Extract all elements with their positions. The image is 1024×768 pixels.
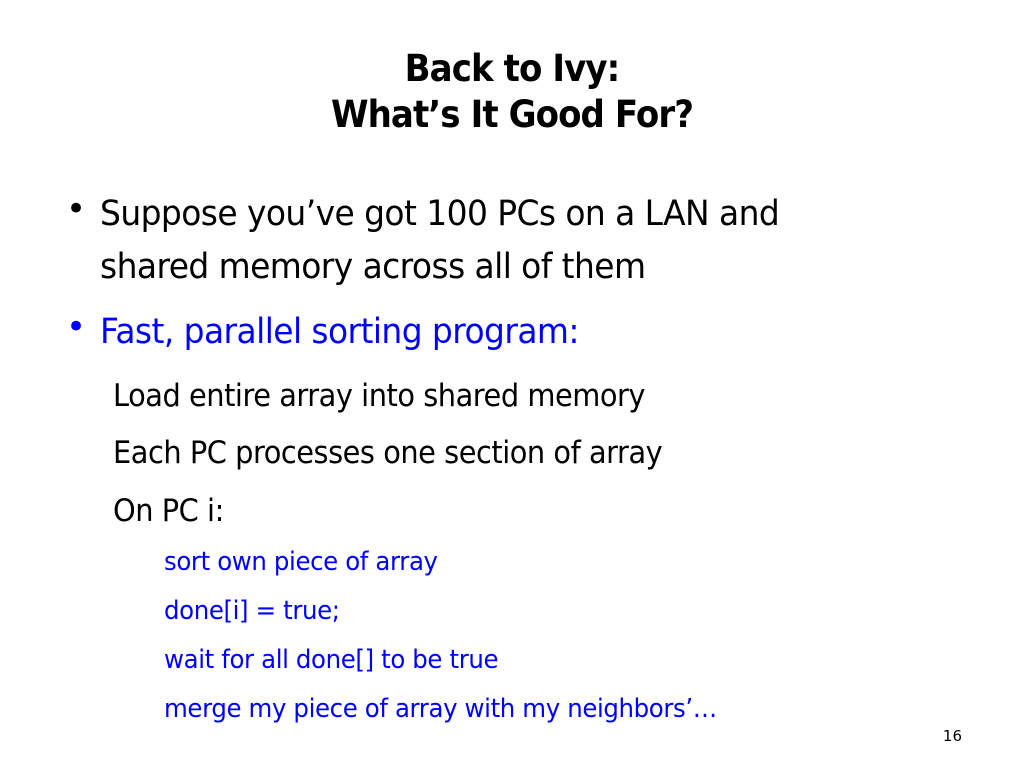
sub-item-on-pc-i: On PC i: xyxy=(113,493,224,529)
code-item-wait: wait for all done[] to be true xyxy=(164,645,499,675)
code-item-merge: merge my piece of array with my neighbor… xyxy=(164,694,717,724)
bullet-1-line-1: Suppose you’ve got 100 PCs on a LAN and xyxy=(100,194,780,234)
bullet-2-line-1: Fast, parallel sorting program: xyxy=(100,312,580,352)
bullet-1-line-2: shared memory across all of them xyxy=(100,247,646,287)
bullet-marker-1: • xyxy=(66,189,87,229)
code-item-done: done[i] = true; xyxy=(164,596,340,626)
slide-title-line-1: Back to Ivy: xyxy=(404,47,621,90)
slide-title: Back to Ivy: What’s It Good For? xyxy=(41,46,983,138)
bullet-marker-2: • xyxy=(66,307,87,347)
sub-item-load-array: Load entire array into shared memory xyxy=(113,378,646,414)
slide-title-line-2: What’s It Good For? xyxy=(330,93,694,136)
code-item-sort: sort own piece of array xyxy=(164,547,438,577)
page-number: 16 xyxy=(942,727,962,745)
sub-item-each-pc: Each PC processes one section of array xyxy=(113,435,663,471)
